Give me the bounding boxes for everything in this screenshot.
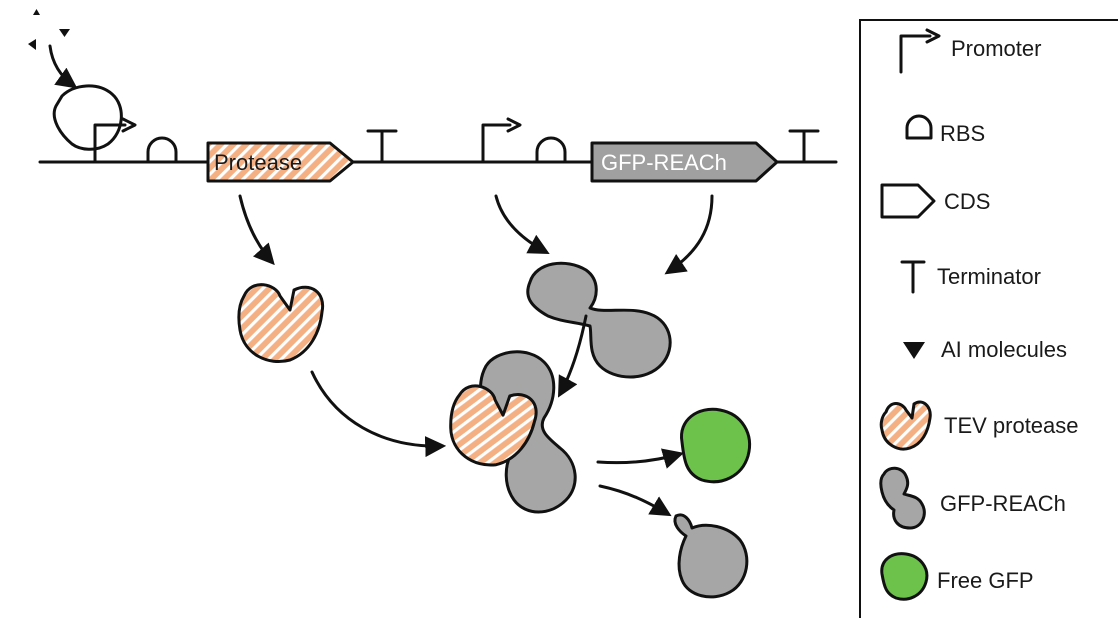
cds-gfp-reach <box>590 141 779 183</box>
ai-molecule-icon <box>903 342 925 359</box>
legend-label-rbs: RBS <box>940 121 985 146</box>
cds-icon <box>880 183 936 219</box>
legend-item-tev-protease: TEV protease <box>879 400 1079 451</box>
tev-protease <box>237 283 325 364</box>
gfp-reach-icon <box>879 466 926 530</box>
promoter-arrowhead <box>506 117 522 133</box>
legend: Promoter RBS CDS Terminator AI molecules… <box>859 19 1118 618</box>
legend-label-cds: CDS <box>944 189 990 214</box>
legend-label-gfp-reach: GFP-REACh <box>940 491 1066 516</box>
legend-item-cds: CDS <box>880 183 990 219</box>
cleaved-reach-fragment <box>673 513 749 599</box>
legend-label-promoter: Promoter <box>951 36 1041 61</box>
terminator-icon <box>900 260 926 294</box>
legend-label-terminator: Terminator <box>937 264 1041 289</box>
protease-to-complex-arrow <box>310 370 447 458</box>
rbs-icon <box>535 136 567 164</box>
promoter-arrowhead <box>925 28 941 44</box>
promoter-arrowhead <box>121 117 137 133</box>
promoter-icon <box>93 123 127 164</box>
free-gfp <box>679 407 752 484</box>
terminator-icon <box>788 129 820 164</box>
rbs-icon <box>146 136 178 164</box>
legend-item-ai-molecules: AI molecules <box>903 337 1067 362</box>
legend-label-free-gfp: Free GFP <box>937 568 1034 593</box>
legend-label-ai-molecules: AI molecules <box>941 337 1067 362</box>
protease-reach-complex <box>443 350 577 514</box>
legend-label-tev-protease: TEV protease <box>944 413 1079 438</box>
reach-to-complex-arrow <box>557 314 588 398</box>
legend-border <box>859 19 1118 618</box>
ai-uptake-arrow <box>48 44 78 89</box>
cleavage-arrow-reach <box>598 484 672 517</box>
reach-expression-arrow <box>494 194 550 254</box>
cds-protease <box>206 141 355 183</box>
legend-item-rbs: RBS <box>905 114 985 146</box>
cds-protease-label: Protease <box>214 150 302 175</box>
dna-construct: Protease GFP-REACh <box>38 117 838 183</box>
cleavage-arrow-gfp <box>596 448 685 469</box>
rbs-icon <box>905 114 933 140</box>
protease-expression-arrow <box>238 194 275 266</box>
legend-item-gfp-reach: GFP-REACh <box>879 466 1066 530</box>
free-gfp-icon <box>880 552 929 601</box>
activator-protein <box>52 84 123 151</box>
legend-item-terminator: Terminator <box>900 260 1041 294</box>
ai-molecule-icon <box>28 39 36 50</box>
cds-gfp-reach-label: GFP-REACh <box>601 150 727 175</box>
ai-molecule-icon <box>59 29 70 37</box>
tev-protease-icon <box>879 400 932 451</box>
promoter-icon <box>899 34 932 74</box>
reach-expression-arrow <box>664 194 714 275</box>
legend-item-promoter: Promoter <box>899 28 1041 74</box>
gfp-reach-protein <box>526 261 672 379</box>
promoter-icon <box>481 123 512 164</box>
terminator-icon <box>366 129 398 164</box>
ai-molecules-cluster <box>28 9 70 50</box>
legend-item-free-gfp: Free GFP <box>880 552 1034 601</box>
ai-molecule-icon <box>33 9 40 15</box>
